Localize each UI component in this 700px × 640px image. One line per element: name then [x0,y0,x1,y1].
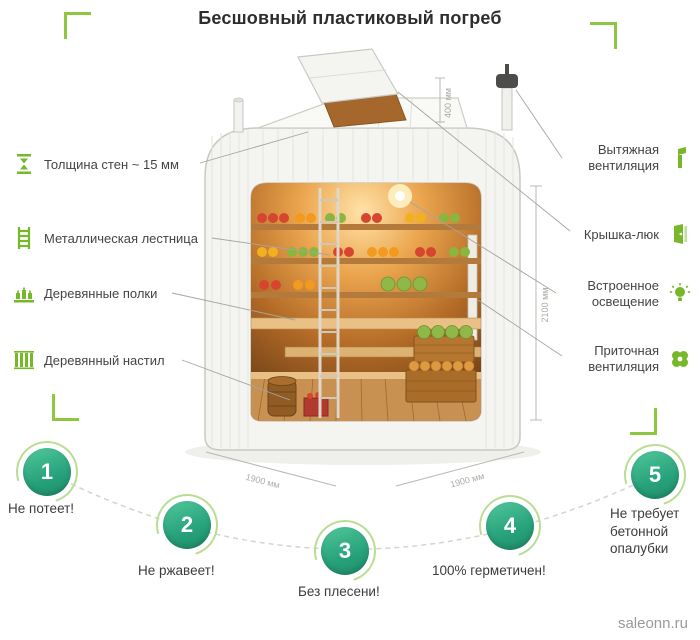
feature-hatch-cover: Крышка-люк [584,223,692,247]
feature-exhaust-vent: Вытяжная вентиляция [573,142,692,175]
feature-built-in-light: Встроенное освещение [573,278,692,311]
dim-inner-height: 2100 мм [540,288,550,323]
badge-circle: 2 [163,501,211,549]
benefit-badge-2: 2 [145,483,229,567]
benefit-label-2: Не ржавеет! [138,563,215,578]
benefit-badge-3: 3 [303,509,387,593]
exhaust-vent-icon [678,147,686,169]
benefit-label-3: Без плесени! [298,584,380,599]
badge-circle: 1 [23,448,71,496]
supply-vent-icon [672,351,688,368]
dim-lid-height: 400 мм [443,88,453,118]
dim-width: 1900 мм [449,471,485,490]
corner-bracket-bottom-right [630,408,657,435]
hatch-lid-open [297,48,399,104]
dim-depth: 1900 мм [245,472,281,490]
feature-label: Металлическая лестница [44,230,198,246]
benefit-badge-4: 4 [468,484,552,568]
built-in-light-icon [669,283,691,302]
badge-circle: 3 [321,527,369,575]
exhaust-vent-pipe [496,64,518,131]
benefit-badge-5: 5 [613,433,697,517]
corner-bracket-top-left [64,12,91,39]
watermark: saleonn.ru [617,615,688,632]
wall-thickness-icon [17,154,31,174]
supply-vent-pipe-top [233,97,244,133]
barrel [267,376,297,417]
ladder-icon [17,227,31,249]
connector-lines [171,89,571,401]
hatch-cover-icon [674,224,687,244]
cabbage-crate [413,325,475,363]
feature-wooden-shelves: Деревянные полки [12,281,157,305]
feature-wooden-decking: Деревянный настил [12,348,165,372]
feature-label: Деревянный настил [44,352,165,368]
potato-crate [405,360,477,403]
benefit-label-4: 100% герметичен! [432,563,546,578]
feature-metal-ladder: Металлическая лестница [12,226,198,250]
feature-label: Приточная вентиляция [588,343,659,375]
badge-circle: 5 [631,451,679,499]
feature-label: Крышка-люк [583,226,659,242]
corner-bracket-top-right [590,22,617,49]
shell-ribs [211,129,514,449]
benefit-label-5: Не требует бетонной опалубки [610,506,680,557]
metal-ladder [318,188,340,418]
wooden-shelves-icon [14,287,34,303]
benefit-badge-1: 1 [5,430,89,514]
benefit-label-1: Не потеет! [8,501,75,516]
benefits-arc [46,471,656,550]
badge-circle: 4 [486,502,534,550]
feature-label: Вытяжная вентиляция [588,142,659,174]
feature-supply-vent: Приточная вентиляция [573,343,692,376]
feature-label: Встроенное освещение [587,278,659,310]
cellar-interior [251,183,481,421]
corner-bracket-bottom-left [52,394,79,421]
feature-label: Деревянные полки [44,285,158,301]
dimension-lines [205,77,542,487]
wooden-decking-icon [14,351,34,370]
feature-label: Толщина стен ~ 15 мм [44,156,179,172]
feature-wall-thickness: Толщина стен ~ 15 мм [12,152,179,176]
page-title: Бесшовный пластиковый погреб [198,8,502,28]
